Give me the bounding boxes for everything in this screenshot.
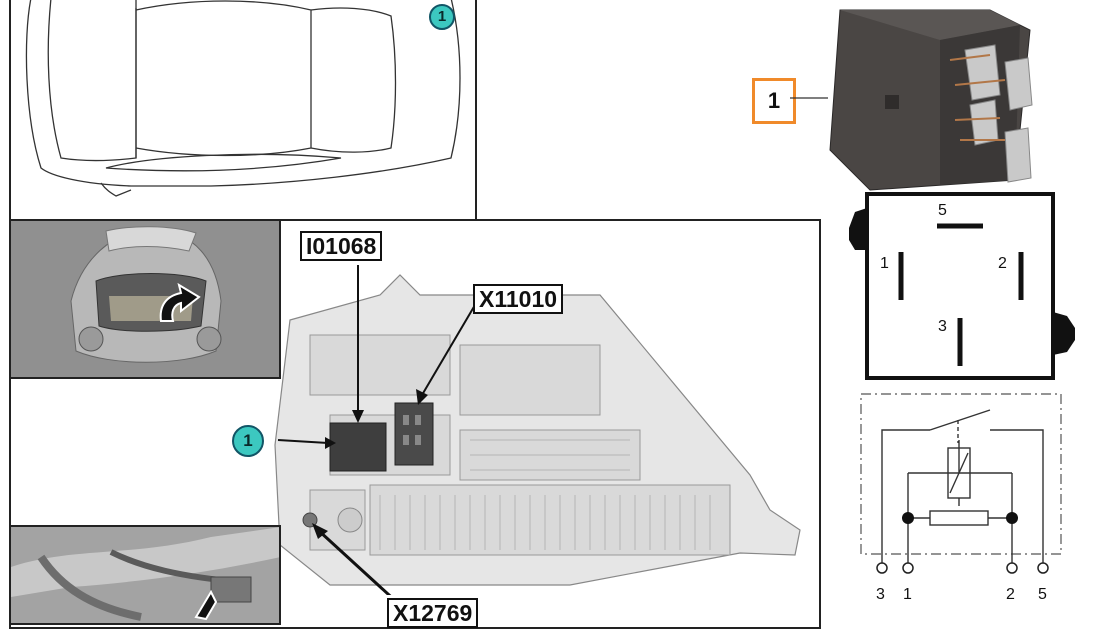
schematic-terminal-1: 1 bbox=[903, 586, 912, 603]
wiring-photo bbox=[9, 525, 281, 625]
car-outline-drawing bbox=[25, 0, 461, 197]
relay-callout-box: 1 bbox=[752, 78, 796, 124]
car-location-badge: 1 bbox=[429, 4, 455, 30]
pin3-label: 3 bbox=[938, 318, 947, 335]
trunk-photo bbox=[9, 219, 281, 379]
relay-schematic bbox=[860, 393, 1062, 574]
label-i01068: I01068 bbox=[300, 231, 383, 261]
relay-photo bbox=[790, 9, 1033, 191]
trunk-photo-drawing bbox=[11, 221, 279, 377]
wiring-photo-drawing bbox=[11, 527, 279, 623]
fusebox-relay-badge: 1 bbox=[232, 425, 264, 457]
schematic-terminal-5: 5 bbox=[1038, 586, 1047, 603]
pin1-label: 1 bbox=[880, 255, 889, 272]
fusebox-drawing bbox=[274, 265, 801, 595]
relay-pinout-diagram bbox=[849, 192, 1075, 380]
schematic-terminal-3: 3 bbox=[876, 586, 885, 603]
schematic-terminal-2: 2 bbox=[1006, 586, 1015, 603]
relay-callout-number: 1 bbox=[767, 88, 781, 113]
pin2-label: 2 bbox=[998, 255, 1007, 272]
connector-x11010 bbox=[394, 402, 434, 466]
car-top-view-panel: 1 bbox=[9, 0, 477, 222]
pin5-label: 5 bbox=[938, 202, 947, 219]
label-x12769: X12769 bbox=[387, 598, 479, 628]
label-x11010: X11010 bbox=[473, 284, 564, 314]
relay-slot bbox=[329, 422, 387, 472]
